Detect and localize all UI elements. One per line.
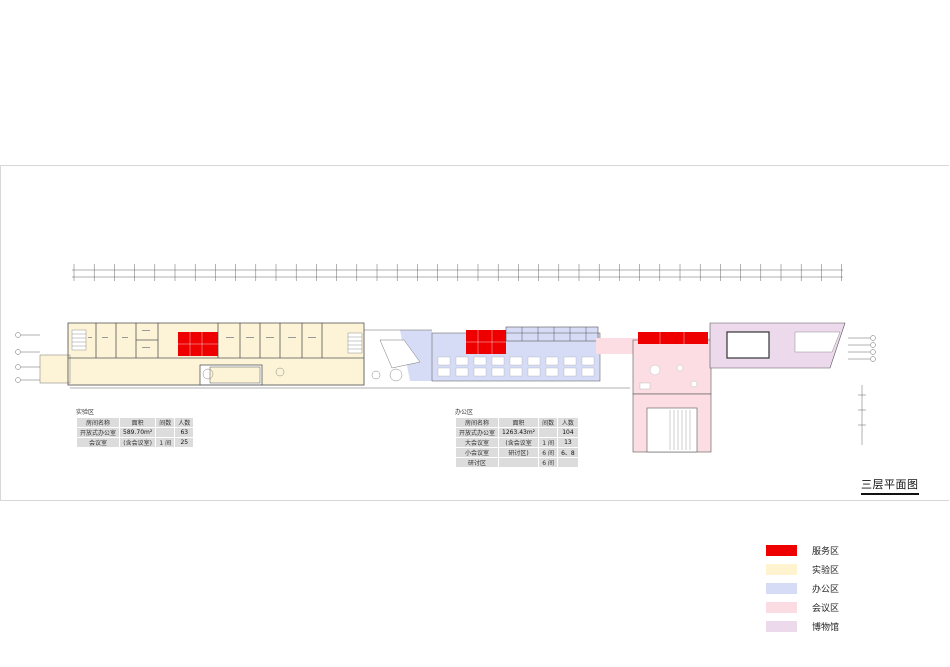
dimension-line <box>72 264 843 281</box>
table-cell: 13 <box>557 437 579 448</box>
legend-swatch <box>766 545 797 556</box>
table-cell: 1 间 <box>538 437 559 448</box>
lab-table-caption: 实验区 <box>76 409 95 416</box>
legend-label: 服务区 <box>812 547 840 557</box>
header-cell: 间数 <box>538 417 559 428</box>
legend-swatch <box>766 602 797 613</box>
table-cell: 小会议室 <box>454 447 500 458</box>
legend-swatch <box>766 583 797 594</box>
table-cell: 6 间 <box>538 447 559 458</box>
table-cell: 63 <box>174 427 195 438</box>
legend-label: 办公区 <box>812 585 840 595</box>
table-cell: 25 <box>174 437 195 448</box>
table-header: 房间名称 面积 间数 人数 <box>454 417 579 428</box>
meeting-zone <box>596 332 712 453</box>
table-cell: (含会议室) <box>119 437 157 448</box>
table-cell <box>498 457 540 468</box>
table-row: 研讨区 6 间 <box>454 457 579 468</box>
table-cell: 1263.43m² <box>498 427 540 438</box>
header-cell: 人数 <box>174 417 195 428</box>
lab-area-table: 实验区 房间名称 面积 间数 人数 开放式办公室 589.70m² 63 会议室… <box>75 407 195 448</box>
table-row: 开放式办公室 1263.43m² 104 <box>454 427 579 438</box>
table-cell: 开放式办公室 <box>75 427 121 438</box>
table-cell: 大会议室 <box>454 437 500 448</box>
table-row: 小会议室 研讨区) 6 间 6、8 <box>454 447 579 458</box>
table-row: 会议室 (含会议室) 1 间 25 <box>75 437 195 448</box>
building-outline <box>67 323 630 389</box>
table-cell: 6 间 <box>538 457 559 468</box>
table-cell <box>538 427 559 438</box>
legend-item-service: 服务区 <box>766 541 839 560</box>
table-header: 房间名称 面积 间数 人数 <box>75 417 195 428</box>
legend-swatch <box>766 564 797 575</box>
table-cell: 研讨区) <box>498 447 540 458</box>
header-cell: 面积 <box>498 417 540 428</box>
office-table-caption: 办公区 <box>455 409 474 416</box>
legend-item-office: 办公区 <box>766 579 839 598</box>
sheet-title: 三层平面图 <box>861 476 919 495</box>
legend-item-lab: 实验区 <box>766 560 839 579</box>
service-block-1 <box>178 332 218 356</box>
table-cell: 研讨区 <box>454 457 500 468</box>
table-cell: (含会议室 <box>498 437 540 448</box>
table-cell: 开放式办公室 <box>454 427 500 438</box>
office-table: 房间名称 面积 间数 人数 开放式办公室 1263.43m² 104 大会议室 … <box>454 417 579 468</box>
table-cell: 会议室 <box>75 437 121 448</box>
museum-zone <box>709 322 846 369</box>
header-cell: 人数 <box>557 417 579 428</box>
table-cell: 6、8 <box>557 447 579 458</box>
header-cell: 间数 <box>155 417 176 428</box>
table-cell: 1 间 <box>155 437 176 448</box>
office-area-table: 办公区 房间名称 面积 间数 人数 开放式办公室 1263.43m² 104 大… <box>454 407 579 468</box>
header-cell: 房间名称 <box>454 417 500 428</box>
legend-label: 实验区 <box>812 566 840 576</box>
axis-bubbles-right <box>848 335 876 445</box>
lab-table: 房间名称 面积 间数 人数 开放式办公室 589.70m² 63 会议室 (含会… <box>75 417 195 448</box>
table-cell: 589.70m² <box>119 427 157 438</box>
table-cell <box>557 457 579 468</box>
legend-item-museum: 博物馆 <box>766 617 839 636</box>
legend-item-meeting: 会议区 <box>766 598 839 617</box>
axis-bubbles-left <box>15 332 40 383</box>
drawing-frame <box>0 165 949 501</box>
table-cell: 104 <box>557 427 579 438</box>
office-zone <box>371 326 601 382</box>
legend: 服务区 实验区 办公区 会议区 博物馆 <box>766 541 839 636</box>
legend-swatch <box>766 621 797 632</box>
table-row: 开放式办公室 589.70m² 63 <box>75 427 195 438</box>
legend-label: 会议区 <box>812 604 840 614</box>
legend-label: 博物馆 <box>812 623 840 633</box>
header-cell: 房间名称 <box>75 417 121 428</box>
header-cell: 面积 <box>119 417 157 428</box>
table-cell <box>155 427 176 438</box>
table-row: 大会议室 (含会议室 1 间 13 <box>454 437 579 448</box>
